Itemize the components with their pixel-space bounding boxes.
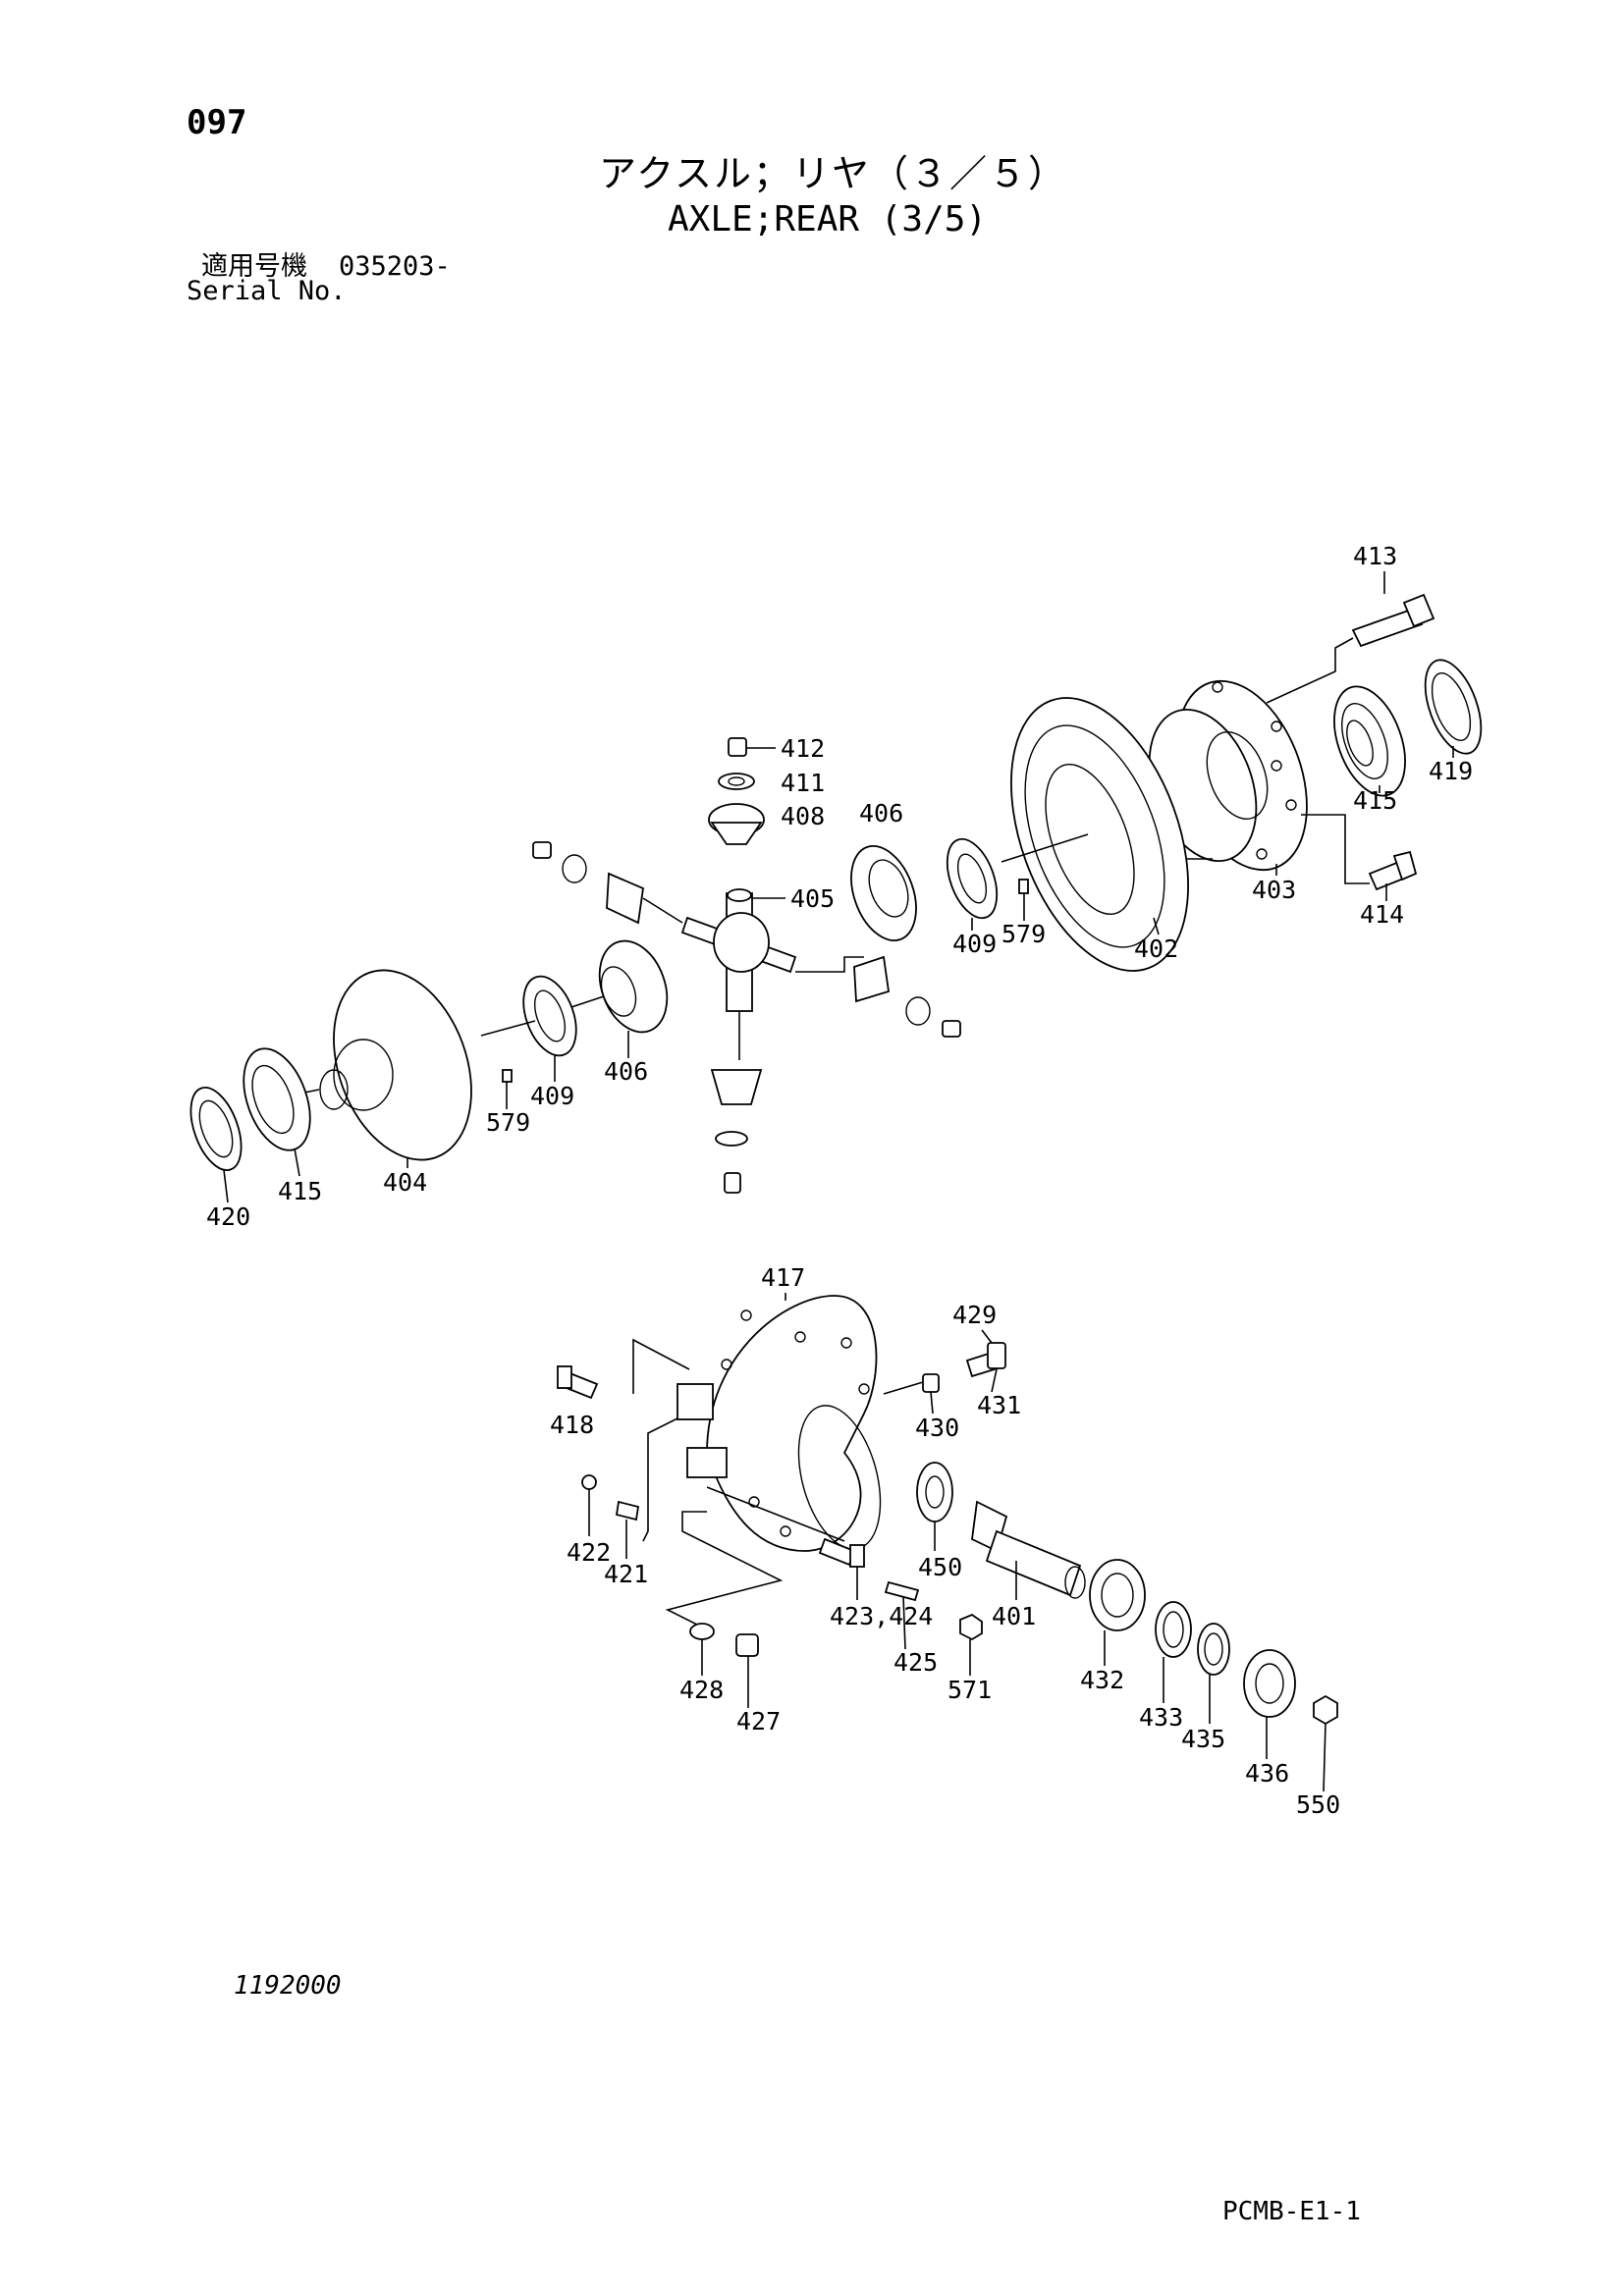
callout-423-424: 423,424 xyxy=(830,1602,933,1630)
callout-401: 401 xyxy=(992,1602,1036,1630)
callout-450: 450 xyxy=(918,1553,962,1581)
part-414-bolt xyxy=(1368,850,1418,891)
pinion-left-group xyxy=(532,841,644,925)
callout-403: 403 xyxy=(1252,876,1296,904)
part-579-pin-left xyxy=(502,1069,513,1083)
callout-420: 420 xyxy=(206,1202,250,1231)
pinion-right-group xyxy=(853,955,961,1038)
catalog-code: PCMB-E1-1 xyxy=(1222,2197,1361,2226)
callout-428: 428 xyxy=(679,1676,724,1704)
callout-406-left: 406 xyxy=(604,1057,648,1086)
callout-432: 432 xyxy=(1080,1666,1124,1694)
part-409-washer-right xyxy=(946,837,999,920)
document-code: 1192000 xyxy=(234,1971,342,2001)
part-415-bearing-right xyxy=(1333,685,1406,797)
callout-411: 411 xyxy=(781,769,825,797)
callout-405: 405 xyxy=(790,884,835,913)
part-406-side-gear-right xyxy=(850,845,917,941)
callout-412: 412 xyxy=(781,734,825,763)
part-433-spacer xyxy=(1155,1601,1192,1658)
part-415-bearing-left xyxy=(243,1047,311,1151)
part-413-bolt xyxy=(1266,593,1435,704)
part-550-nut xyxy=(1313,1694,1338,1726)
callout-436: 436 xyxy=(1245,1759,1289,1788)
part-422-bolt xyxy=(581,1474,597,1512)
callout-418: 418 xyxy=(550,1411,594,1439)
callout-550: 550 xyxy=(1296,1790,1340,1819)
callout-409-left: 409 xyxy=(530,1082,574,1110)
part-427-plug xyxy=(735,1633,759,1657)
part-423-bolt xyxy=(818,1537,865,1568)
part-412-block-top xyxy=(728,737,776,757)
callout-422: 422 xyxy=(567,1538,611,1567)
callout-414: 414 xyxy=(1360,900,1404,929)
leader-lines xyxy=(223,571,1454,1792)
callout-431: 431 xyxy=(977,1391,1021,1419)
callout-421: 421 xyxy=(604,1560,648,1588)
callout-409-right: 409 xyxy=(952,930,997,958)
part-420-adjust-nut xyxy=(189,1087,243,1171)
callout-402: 402 xyxy=(1134,934,1178,963)
part-404-case xyxy=(294,969,472,1161)
callout-413: 413 xyxy=(1353,542,1397,570)
callout-429: 429 xyxy=(952,1301,997,1329)
part-579-pin-right xyxy=(1018,879,1029,894)
callout-417: 417 xyxy=(761,1263,805,1292)
part-405-spider xyxy=(642,888,864,1060)
part-435-shim xyxy=(1197,1623,1230,1676)
page-number: 097 xyxy=(187,103,247,142)
part-432-bearing xyxy=(1089,1559,1146,1631)
part-571-nut xyxy=(959,1613,983,1641)
differential-assembly xyxy=(189,593,1483,1194)
callout-408: 408 xyxy=(781,802,825,830)
callout-579-right: 579 xyxy=(1001,920,1046,948)
callout-406-right: 406 xyxy=(859,799,903,828)
callout-579-left: 579 xyxy=(486,1108,530,1137)
title-english: AXLE;REAR (3/5) xyxy=(668,199,988,240)
callout-433: 433 xyxy=(1139,1703,1183,1732)
part-450-bearing xyxy=(916,1462,953,1522)
callout-404: 404 xyxy=(383,1168,427,1197)
callout-427: 427 xyxy=(736,1707,781,1735)
part-421-plate xyxy=(615,1500,640,1522)
part-411-washer-top xyxy=(718,773,755,790)
callout-425: 425 xyxy=(893,1648,938,1677)
serial-label-english: Serial No. xyxy=(187,276,347,306)
part-406-side-gear-left xyxy=(559,939,669,1034)
callout-430: 430 xyxy=(915,1414,959,1442)
callout-435: 435 xyxy=(1181,1725,1225,1753)
pinion-bottom-group xyxy=(710,1069,763,1194)
part-408-pinion-top xyxy=(708,803,765,845)
callout-labels: 413 412 411 408 406 405 419 415 403 414 … xyxy=(206,542,1473,1819)
part-429-breather xyxy=(965,1342,1006,1378)
part-418-bolt xyxy=(557,1365,599,1400)
callout-571: 571 xyxy=(947,1676,992,1704)
part-428-oring xyxy=(689,1623,715,1640)
part-430-cap xyxy=(922,1373,940,1393)
serial-label-japanese: 適用号機 xyxy=(201,251,307,282)
carrier-assembly xyxy=(557,1295,1338,1726)
title-japanese: アクスル；リヤ（３／５） xyxy=(599,152,1067,195)
part-402-ring-gear xyxy=(1001,697,1189,972)
callout-415-left: 415 xyxy=(278,1177,322,1205)
part-425-stud xyxy=(884,1580,920,1602)
callout-419: 419 xyxy=(1429,757,1473,785)
part-409-washer-left xyxy=(480,975,577,1057)
part-417-carrier xyxy=(632,1295,924,1630)
part-436-bearing xyxy=(1243,1649,1296,1718)
part-419-adjust-nut xyxy=(1424,659,1483,755)
callout-415-right: 415 xyxy=(1353,786,1397,815)
part-401-drive-pinion xyxy=(971,1500,1086,1599)
serial-number-value: 035203- xyxy=(339,251,451,282)
